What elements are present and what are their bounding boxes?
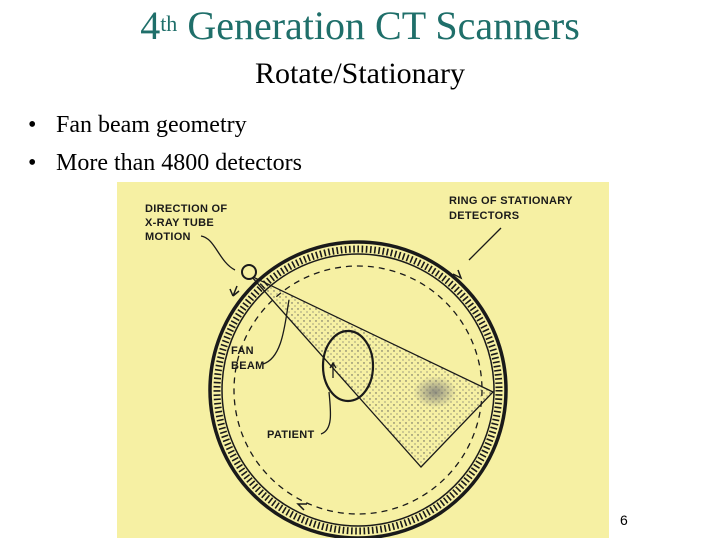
label-direction-line1: DIRECTION OF [145, 203, 227, 215]
bullet-icon: • [28, 112, 37, 138]
bullet-icon: • [28, 150, 37, 176]
tube-motion-arrow [229, 285, 240, 297]
detector-ring-inner [221, 253, 495, 527]
bullet-text: More than 4800 detectors [56, 150, 302, 176]
patient-outline [321, 329, 375, 403]
slide-subtitle: Rotate/Stationary [255, 57, 465, 90]
beam-dense-region [413, 376, 457, 408]
label-patient: PATIENT [267, 429, 315, 441]
label-fan-line2: BEAM [231, 360, 265, 372]
label-direction-line2: X-RAY TUBE [145, 217, 214, 229]
label-fan-line1: FAN [231, 345, 254, 357]
bullet-list: • Fan beam geometry • More than 4800 detec… [28, 106, 302, 182]
label-ring-line2: DETECTORS [449, 210, 519, 222]
detector-ring-ticks [213, 245, 503, 535]
direction-leader [200, 235, 236, 271]
slide-title: 4th Generation CT Scanners [0, 2, 720, 50]
orbit-arrow-bottom [296, 503, 307, 511]
label-ring-line1: RING OF STATIONARY [449, 195, 573, 207]
x-ray-tube-icon [241, 264, 257, 280]
label-direction-line3: MOTION [145, 231, 191, 243]
detector-ring-outer [208, 240, 508, 538]
patient-arrow [329, 361, 337, 378]
title-number: 4 [140, 3, 161, 48]
orbit-arrow-top [452, 269, 463, 280]
bullet-item: • Fan beam geometry [28, 106, 302, 144]
ct-scanner-diagram: DIRECTION OF X-RAY TUBE MOTION RING OF S… [117, 182, 609, 538]
bullet-text: Fan beam geometry [56, 112, 247, 138]
title-superscript: th [160, 11, 178, 36]
page-number: 6 [620, 512, 628, 528]
patient-leader [320, 391, 332, 435]
diagram-canvas: DIRECTION OF X-RAY TUBE MOTION RING OF S… [145, 195, 573, 538]
bullet-item: • More than 4800 detectors [28, 144, 302, 182]
fan-leader [262, 299, 290, 365]
ring-leader [468, 227, 502, 261]
title-text: Generation CT Scanners [177, 3, 580, 48]
